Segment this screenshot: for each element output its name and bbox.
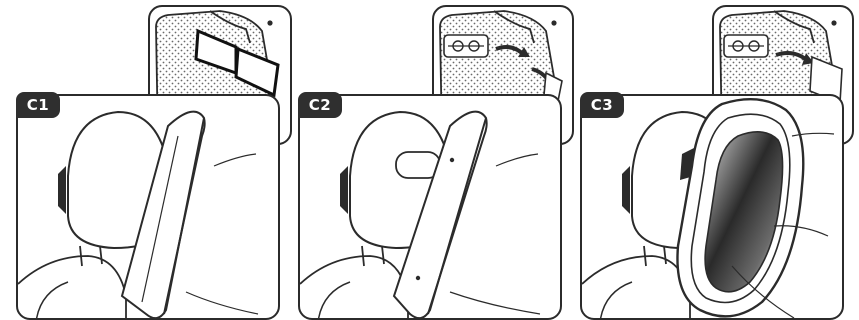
step-badge-2: C2	[298, 92, 342, 118]
mirror-clip-icon	[444, 35, 488, 57]
step-badge-1: C1	[16, 92, 60, 118]
main-panel-step-3	[580, 94, 844, 320]
headrest-mirror-front-icon	[582, 96, 844, 320]
main-panel-step-1	[16, 94, 280, 320]
step-badge-3: C3	[580, 92, 624, 118]
headrest-mirror-clip-icon	[300, 96, 562, 320]
main-panel-step-2	[298, 94, 562, 320]
headrest-mirror-tilted-icon	[18, 96, 280, 320]
